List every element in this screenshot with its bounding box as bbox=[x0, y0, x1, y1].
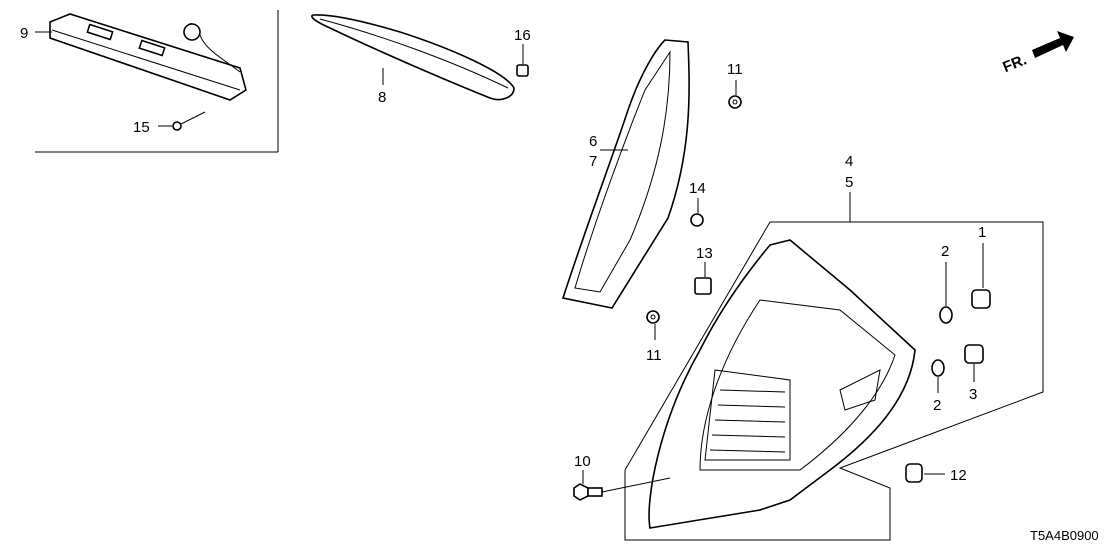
callout-6: 6 bbox=[589, 133, 597, 150]
socket-3 bbox=[964, 344, 984, 382]
grommet-12 bbox=[905, 463, 945, 483]
socket-1 bbox=[971, 243, 991, 309]
direction-label: FR. bbox=[1000, 51, 1029, 76]
nut-16 bbox=[516, 44, 529, 77]
tail-light-assembly bbox=[648, 239, 916, 529]
clip-11-lower bbox=[646, 310, 660, 340]
callout-16: 16 bbox=[514, 27, 531, 44]
clip-14 bbox=[690, 198, 704, 227]
front-direction-arrow bbox=[1032, 31, 1074, 58]
high-mount-stop-light bbox=[35, 13, 247, 101]
callout-12: 12 bbox=[950, 467, 967, 484]
callout-4: 4 bbox=[845, 153, 853, 170]
bulb-2-upper bbox=[939, 262, 953, 324]
assembly-outline bbox=[624, 192, 1044, 541]
callout-2-lower: 2 bbox=[933, 397, 941, 414]
pillar-garnish bbox=[561, 39, 690, 309]
clip-13 bbox=[694, 262, 712, 295]
callout-11-lower: 11 bbox=[646, 347, 662, 364]
inset-frame bbox=[35, 10, 279, 153]
bolt-10 bbox=[573, 470, 671, 501]
callout-10: 10 bbox=[574, 453, 591, 470]
diagram-code: T5A4B0900 bbox=[1030, 528, 1099, 543]
callout-14: 14 bbox=[689, 180, 706, 197]
callout-5: 5 bbox=[845, 174, 853, 191]
callout-15: 15 bbox=[133, 119, 150, 136]
screw-15 bbox=[158, 111, 206, 131]
callout-11-upper: 11 bbox=[727, 61, 743, 78]
callout-9: 9 bbox=[20, 25, 28, 42]
callout-8: 8 bbox=[378, 89, 386, 106]
callout-13: 13 bbox=[696, 245, 713, 262]
callout-2-upper: 2 bbox=[941, 243, 949, 260]
callout-1: 1 bbox=[978, 224, 986, 241]
spoiler-lens bbox=[311, 14, 515, 101]
callout-3: 3 bbox=[969, 386, 977, 403]
bulb-2-lower bbox=[931, 359, 945, 393]
clip-11-upper bbox=[728, 80, 742, 109]
callout-7: 7 bbox=[589, 153, 597, 170]
